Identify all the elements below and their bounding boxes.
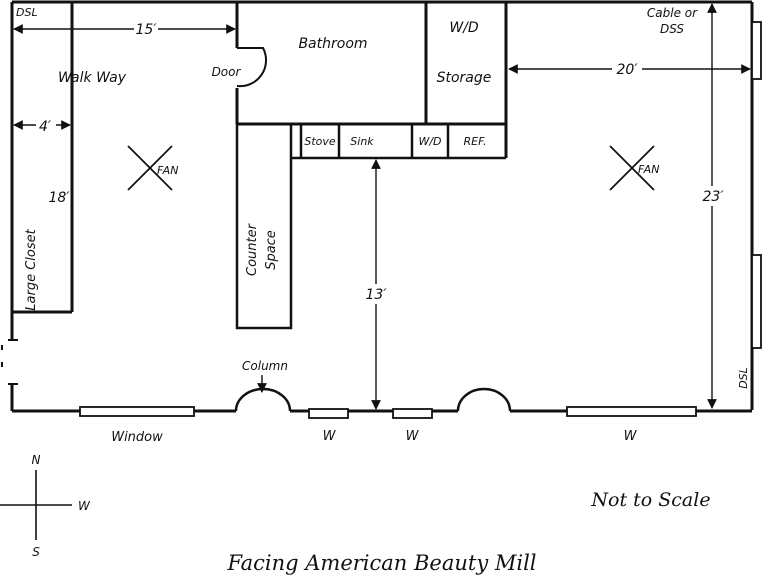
column-label: Column — [242, 359, 288, 373]
wd-small-label: W/D — [418, 135, 441, 148]
ref-label: REF. — [464, 135, 487, 148]
plan-title: Facing American Beauty Mill — [226, 551, 536, 575]
left-wall-opening — [1, 339, 18, 385]
cable-label-line1: Cable or — [647, 6, 698, 20]
window-w1-label: W — [323, 429, 337, 444]
wd-label: W/D — [449, 20, 479, 36]
door — [236, 47, 268, 88]
columns — [234, 387, 512, 412]
large-closet-label: Large Closet — [24, 228, 39, 310]
fan-left-label: FAN — [157, 164, 178, 177]
large-closet — [12, 2, 74, 314]
compass-icon — [0, 470, 72, 540]
window-w3-label: W — [624, 429, 638, 444]
cable-label-line2: DSS — [660, 22, 684, 36]
dsl-right-label: DSL — [737, 367, 750, 389]
window-w2-label: W — [406, 429, 420, 444]
dim-13-label: 13′ — [366, 287, 388, 303]
stove-label: Stove — [304, 135, 336, 148]
dim-15-label: 15′ — [136, 22, 158, 38]
fan-right-label: FAN — [638, 163, 659, 176]
counter-space — [235, 122, 506, 330]
dim-20-label: 20′ — [617, 62, 639, 78]
dim-18-label: 18′ — [49, 190, 71, 206]
fan-left-icon — [127, 145, 173, 191]
counter-label-line1: Counter — [245, 222, 260, 276]
compass-s-label: S — [32, 545, 40, 559]
right-windows — [751, 21, 762, 349]
scale-note: Not to Scale — [590, 489, 710, 511]
compass-n-label: N — [32, 453, 41, 467]
window-left-label: Window — [111, 430, 163, 445]
counter-label-line2: Space — [264, 230, 279, 270]
compass-w-label: W — [78, 499, 91, 513]
sink-label: Sink — [350, 135, 374, 148]
bathroom-label: Bathroom — [298, 36, 367, 52]
dim-4-label: 4′ — [39, 119, 52, 135]
fan-right-icon — [609, 145, 655, 191]
labels: DSL 15′ Walk Way 4′ 18′ Large Closet Bat… — [16, 6, 750, 575]
door-label: Door — [212, 65, 242, 79]
dsl-top-label: DSL — [16, 6, 38, 19]
walkway-label: Walk Way — [58, 70, 127, 86]
dim-23-label: 23′ — [703, 189, 725, 205]
bottom-windows — [79, 406, 697, 419]
storage-label: Storage — [437, 70, 492, 86]
